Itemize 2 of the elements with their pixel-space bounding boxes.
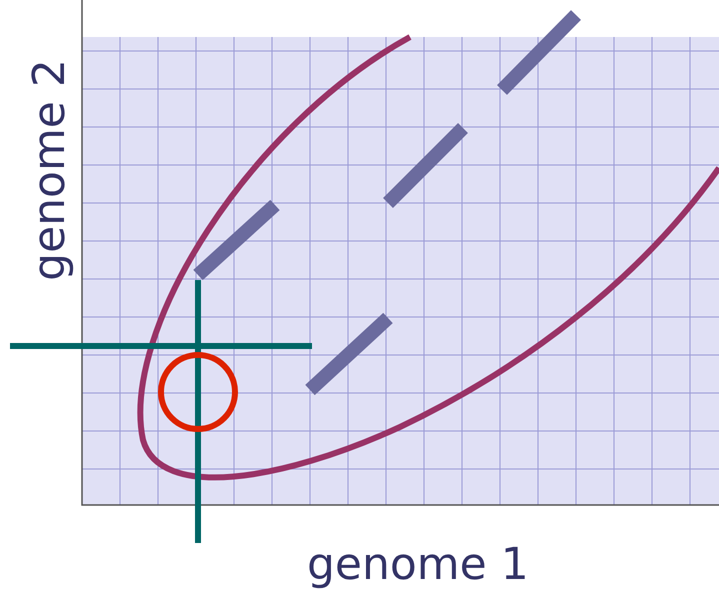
y-axis-label: genome 2 <box>28 59 72 281</box>
x-axis-label: genome 1 <box>307 543 529 587</box>
